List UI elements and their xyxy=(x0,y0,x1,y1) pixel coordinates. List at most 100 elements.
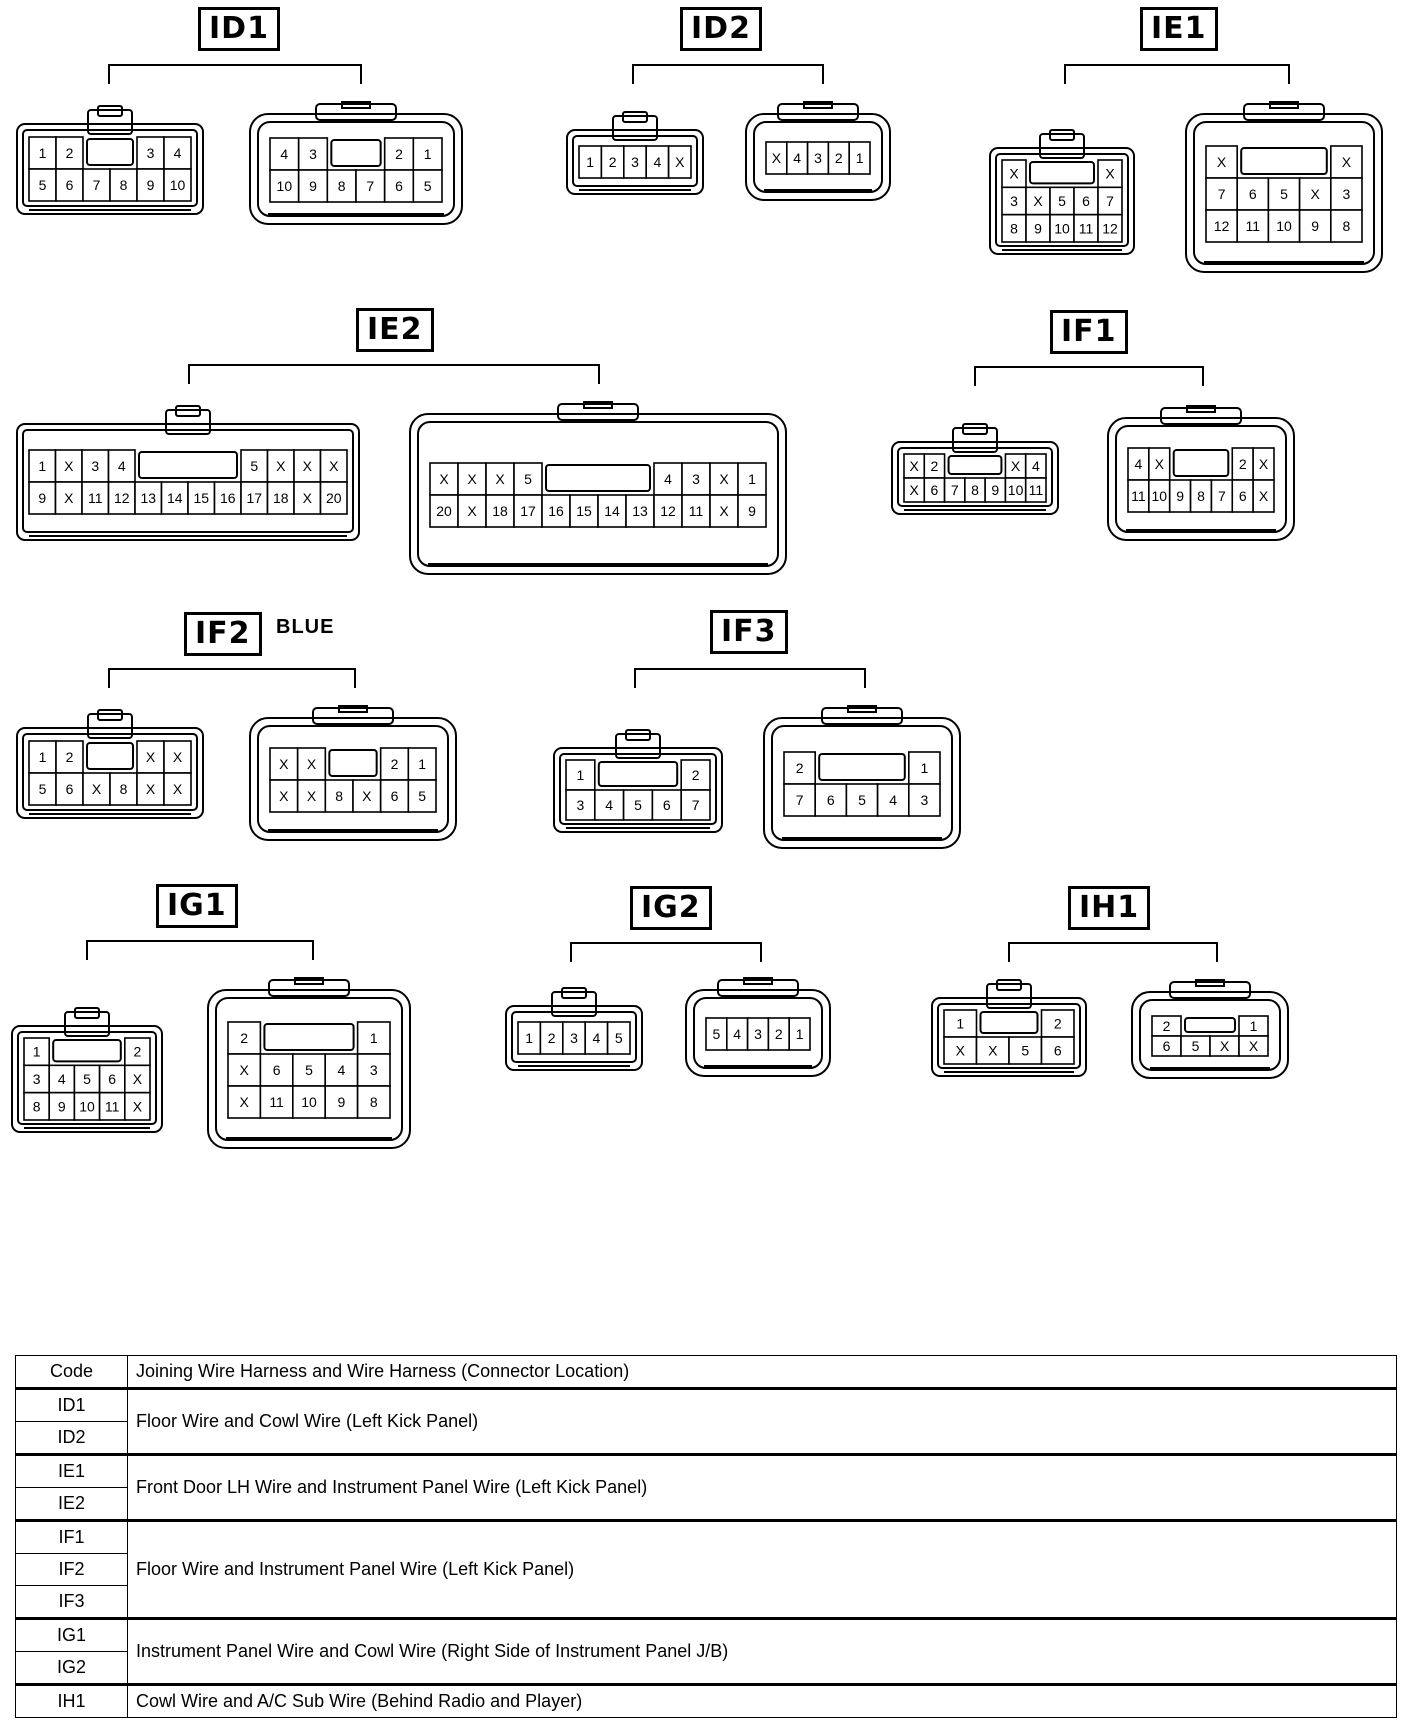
pin-label: 5 xyxy=(424,178,432,194)
pin-label: 3 xyxy=(631,154,639,170)
legend-header-row: Code Joining Wire Harness and Wire Harne… xyxy=(15,1355,1397,1389)
pin-label: X xyxy=(719,503,729,519)
pin-label: 11 xyxy=(1079,220,1094,236)
connector-code-label: IF3 xyxy=(710,610,788,654)
pin-label: 9 xyxy=(991,482,999,498)
pin-label: 6 xyxy=(1163,1038,1171,1054)
connector-code-label: IE1 xyxy=(1140,7,1218,51)
pin-label: 10 xyxy=(170,177,186,193)
pin-label: 2 xyxy=(1054,1016,1062,1032)
pin-label: 6 xyxy=(1239,488,1247,504)
pin-label: 4 xyxy=(280,146,288,162)
pin-label: 2 xyxy=(395,146,403,162)
legend-code-cell: IF1 xyxy=(15,1519,128,1554)
pin-label: 10 xyxy=(1054,220,1070,236)
pin-label: 6 xyxy=(663,797,671,813)
pin-label: 9 xyxy=(309,178,317,194)
pin-label: 5 xyxy=(39,177,47,193)
pin-label: 3 xyxy=(147,145,155,161)
legend-desc-cell: Cowl Wire and A/C Sub Wire (Behind Radio… xyxy=(127,1683,1397,1718)
pin-label: X xyxy=(146,749,156,765)
pin-label: 7 xyxy=(796,792,804,808)
pin-label: X xyxy=(64,458,74,474)
legend-code-cell: IE2 xyxy=(15,1487,128,1521)
pin-label: X xyxy=(719,471,729,487)
pin-label: 6 xyxy=(273,1062,281,1078)
pin-label: 9 xyxy=(1176,488,1184,504)
pair-bracket xyxy=(188,364,600,384)
pin-label: 2 xyxy=(1239,456,1247,472)
pair-bracket xyxy=(634,668,866,688)
pin-label: X xyxy=(1105,166,1115,182)
pin-label: 3 xyxy=(754,1026,762,1042)
pin-label: 3 xyxy=(570,1030,578,1046)
pin-label: X xyxy=(329,458,339,474)
pin-label: 11 xyxy=(1246,218,1261,234)
pin-label: 1 xyxy=(525,1030,533,1046)
legend-header-desc: Joining Wire Harness and Wire Harness (C… xyxy=(127,1355,1397,1389)
pin-label: 4 xyxy=(654,154,662,170)
pin-label: 1 xyxy=(370,1030,378,1046)
pin-label: X xyxy=(1011,458,1021,474)
pin-label: X xyxy=(1033,193,1043,209)
pin-label: 6 xyxy=(391,788,399,804)
pin-label: X xyxy=(1311,186,1321,202)
pin-label: 5 xyxy=(418,788,426,804)
pin-label: 11 xyxy=(269,1094,284,1110)
pin-label: X xyxy=(307,788,317,804)
pin-label: X xyxy=(279,756,289,772)
pin-label: 8 xyxy=(338,178,346,194)
pin-label: 10 xyxy=(1276,218,1292,234)
pin-label: 17 xyxy=(520,503,536,519)
pin-label: 10 xyxy=(79,1098,95,1114)
pin-label: 5 xyxy=(713,1026,721,1042)
pin-label: 9 xyxy=(1311,218,1319,234)
pin-label: 8 xyxy=(971,482,979,498)
pin-label: 3 xyxy=(921,792,929,808)
pair-bracket xyxy=(108,64,362,84)
pair-bracket xyxy=(1064,64,1290,84)
pin-label: 5 xyxy=(250,458,258,474)
pin-label: X xyxy=(495,471,505,487)
pin-label: 1 xyxy=(577,767,585,783)
pin-label: 12 xyxy=(114,490,130,506)
pin-label: 1 xyxy=(418,756,426,772)
pin-label: 1 xyxy=(39,749,47,765)
pin-label: 1 xyxy=(38,458,46,474)
pin-label: X xyxy=(467,471,477,487)
pin-label: X xyxy=(146,781,156,797)
connector-code-label: IH1 xyxy=(1068,886,1151,930)
pin-label: 5 xyxy=(524,471,532,487)
pin-label: 3 xyxy=(814,150,822,166)
pin-label: 18 xyxy=(273,490,289,506)
pin-label: 3 xyxy=(577,797,585,813)
pair-bracket xyxy=(632,64,824,84)
pin-label: X xyxy=(92,781,102,797)
pin-label: 1 xyxy=(748,471,756,487)
pin-label: 4 xyxy=(793,150,801,166)
pair-bracket xyxy=(974,366,1204,386)
pin-label: X xyxy=(1009,166,1019,182)
pin-label: 6 xyxy=(1082,193,1090,209)
pin-label: 1 xyxy=(1250,1018,1258,1034)
pin-label: X xyxy=(303,490,313,506)
pin-label: 1 xyxy=(39,145,47,161)
pin-label: 2 xyxy=(391,756,399,772)
pair-bracket xyxy=(86,940,314,960)
pin-label: 8 xyxy=(370,1094,378,1110)
pin-label: 12 xyxy=(1102,220,1118,236)
legend-code-cell: ID2 xyxy=(15,1421,128,1455)
